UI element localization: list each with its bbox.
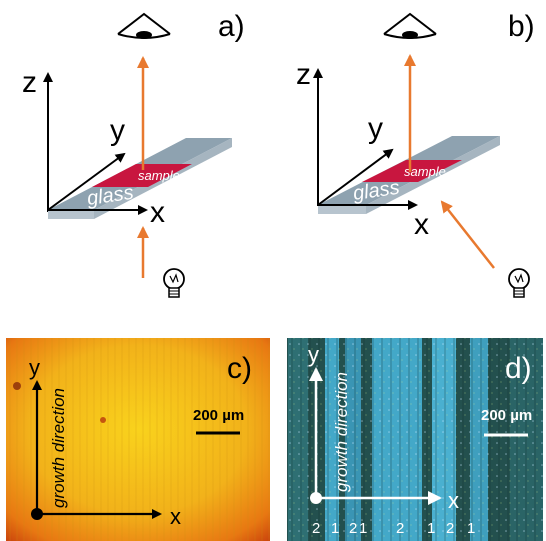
x-axis-label: x	[150, 196, 165, 229]
panel-a: a) z sample glass y x	[22, 10, 245, 298]
y-axis-arrow	[317, 148, 394, 206]
micrograph-c-texture	[6, 338, 270, 541]
scale-bar-label: 200 µm	[193, 407, 244, 424]
z-axis-label: z	[22, 66, 37, 99]
scale-bar-label: 200 µm	[481, 407, 532, 424]
domain-label: 1	[359, 520, 367, 537]
defect-spot	[13, 382, 21, 390]
y-axis-arrow	[47, 152, 126, 211]
micrograph-d-texture	[287, 338, 543, 541]
domain-label: 2	[349, 520, 357, 537]
domain-label: 1	[331, 520, 339, 537]
domain-label: 2	[396, 520, 404, 537]
glass-plate-front-edge	[48, 210, 94, 219]
x-axis-label: x	[448, 488, 459, 513]
glass-label: glass	[352, 177, 401, 205]
growth-direction-label: growth direction	[332, 372, 351, 492]
x-axis-label: x	[170, 504, 181, 529]
y-axis-label: y	[110, 114, 125, 147]
domain-label: 2	[312, 520, 320, 537]
growth-direction-label: growth direction	[49, 388, 68, 508]
panel-d-letter: d)	[505, 352, 532, 385]
domain-label: 1	[427, 520, 435, 537]
y-axis-label: y	[29, 355, 40, 380]
sample-strip	[362, 160, 462, 182]
panel-a-letter: a)	[218, 10, 245, 43]
eye-icon	[383, 12, 437, 39]
light-bulb-icon	[508, 268, 530, 298]
axis-origin	[31, 508, 43, 520]
y-axis-label: y	[368, 112, 383, 145]
panel-c: c) 200 µm y x growth direction	[6, 338, 270, 541]
z-axis-label: z	[296, 58, 311, 91]
oblique-incoming-light-arrow	[440, 200, 495, 269]
x-axis-label: x	[414, 208, 429, 241]
glass-plate-front-edge	[318, 205, 366, 214]
glass-label: glass	[86, 182, 135, 210]
panel-c-letter: c)	[227, 352, 252, 385]
y-axis-label: y	[308, 342, 319, 367]
light-bulb-icon	[163, 268, 185, 298]
eye-icon	[117, 12, 171, 39]
axis-origin	[310, 492, 322, 504]
defect-spot	[100, 417, 106, 423]
panel-b-letter: b)	[508, 10, 535, 43]
glass-plate-side-edge	[366, 136, 500, 214]
panel-b: b) z sample glass y x	[296, 10, 535, 298]
sample-strip	[92, 164, 192, 187]
domain-label: 1	[467, 520, 475, 537]
sample-label: sample	[404, 164, 446, 179]
sample-label: sample	[138, 168, 180, 183]
domain-label: 2	[446, 520, 454, 537]
panel-d: d) 200 µm y x growth direction 2 1 2 1 2…	[287, 338, 543, 541]
